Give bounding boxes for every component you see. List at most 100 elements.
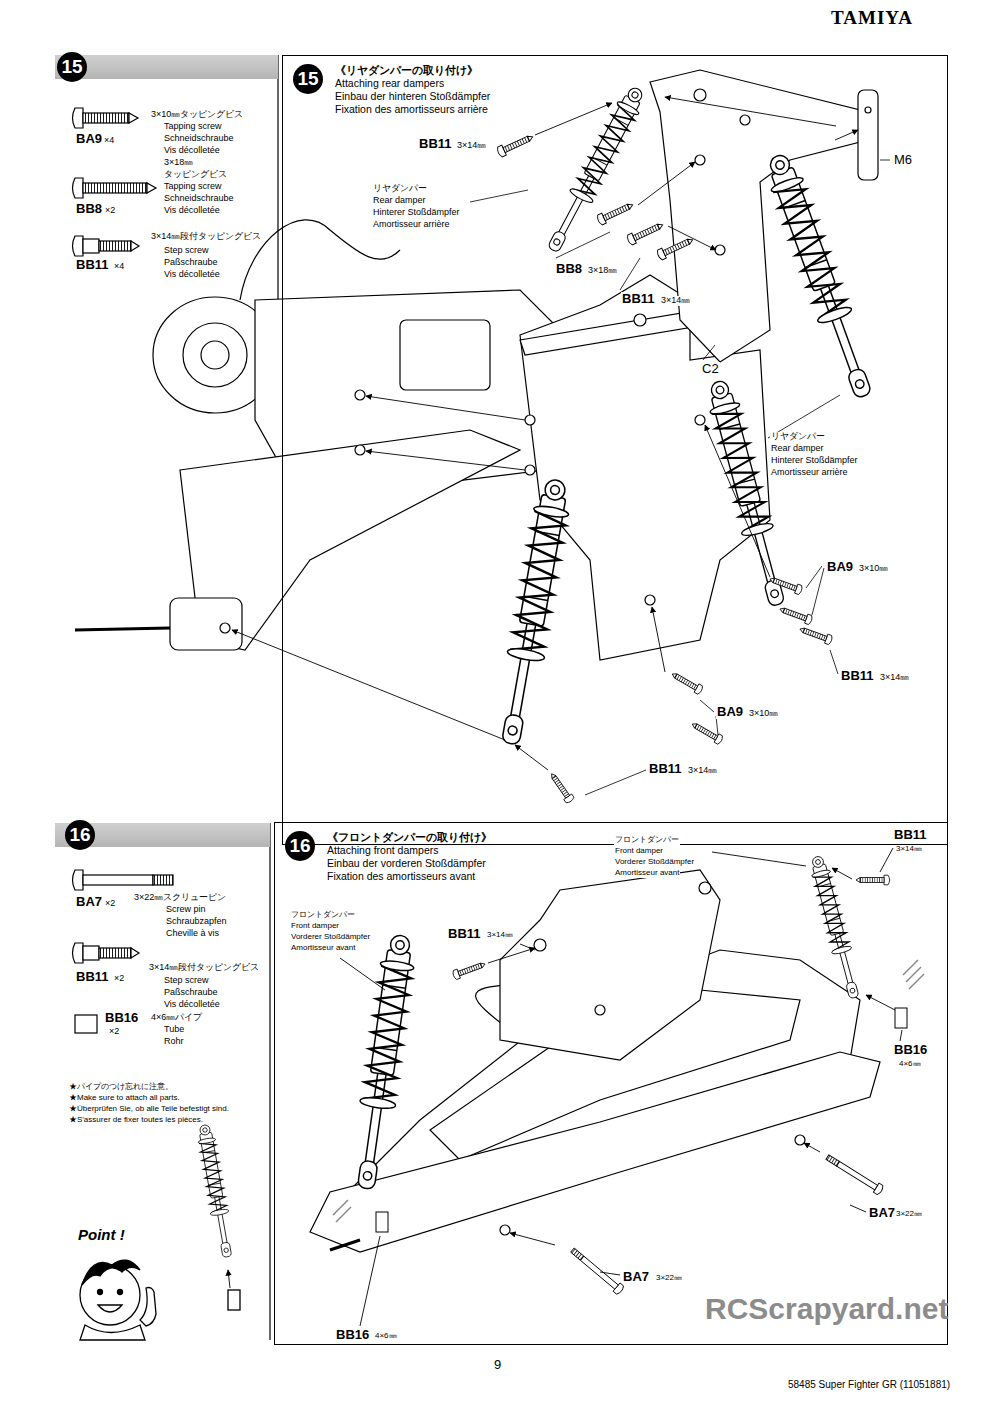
part-code: BB11 — [648, 762, 683, 776]
part-note: 3×10㎜タッピングビス — [150, 110, 244, 120]
part-note: 4×6㎜パイプ — [150, 1013, 203, 1023]
part-note: 3×14㎜ — [895, 845, 923, 854]
point-heading: Point ! — [77, 1227, 126, 1244]
part-note: M6 — [893, 153, 913, 167]
part-note: 3×14㎜ — [660, 296, 691, 306]
step-title: Fixation des amortisseurs avant — [327, 870, 475, 882]
part-note: Screw pin — [165, 905, 207, 915]
part-note: 3×22㎜スクリューピン — [133, 893, 227, 903]
part-note: Step screw — [163, 246, 210, 256]
brand-logo: TAMIYA — [830, 8, 914, 29]
step-title: Attaching rear dampers — [335, 77, 444, 89]
part-code: BB16 — [893, 1043, 928, 1057]
part-note: Amortisseur avant — [290, 944, 356, 953]
part-note: Amortisseur arrière — [770, 468, 849, 478]
part-note: 3×14㎜段付タッピングビス — [148, 963, 260, 973]
part-note: Schneidschraube — [163, 134, 235, 144]
part-note: ★S'assurer de fixer toutes les pièces. — [68, 1116, 204, 1125]
part-note: Vis décolletée — [163, 1000, 221, 1010]
part-code: BB16 — [104, 1011, 139, 1025]
page-footer: 9 — [493, 1358, 502, 1372]
part-note: ×2 — [104, 206, 116, 216]
step-number: 15 — [57, 52, 87, 82]
part-note: Paßschraube — [163, 258, 219, 268]
part-note: タッピングビス — [163, 170, 228, 180]
part-code: BB11 — [893, 828, 928, 842]
step-number: 15 — [293, 64, 323, 94]
step-number: 16 — [285, 831, 315, 861]
part-note: Tube — [163, 1025, 185, 1035]
part-code: BB11 — [75, 258, 110, 272]
leader-arrows — [232, 97, 858, 770]
part-note: 3×14㎜ — [456, 141, 487, 151]
part-note: 3×14㎜ — [687, 766, 718, 776]
part-code: BA7 — [75, 895, 103, 909]
part-code: BB8 — [555, 262, 583, 276]
rear-dampers — [492, 83, 881, 747]
part-note: ×4 — [103, 136, 115, 146]
part-note: リヤダンパー — [770, 432, 826, 442]
part-note: Rohr — [163, 1037, 185, 1047]
part-note: Rear damper — [372, 196, 427, 206]
front-chassis-drawing — [310, 870, 880, 1252]
part-note: C2 — [701, 362, 720, 376]
part-note: Vorderer Stoßdämpfer — [290, 933, 371, 942]
part-code: BA7 — [868, 1206, 896, 1220]
part-note: フロントダンパー — [614, 836, 680, 845]
part-note: 3×14㎜ — [486, 931, 514, 940]
part-note: Front damper — [290, 922, 340, 931]
part-note: Hinterer Stoßdämpfer — [372, 208, 461, 218]
part-note: ★パイプのつけ忘れに注意。 — [68, 1083, 174, 1092]
part-note: Paßschraube — [163, 988, 219, 998]
part-code: BB11 — [621, 292, 656, 306]
part-note: Rear damper — [770, 444, 825, 454]
leader-lines — [470, 160, 890, 795]
step-title: Fixation des amortisseurs arrière — [335, 103, 488, 115]
page-footer: 58485 Super Fighter GR (11051881) — [787, 1379, 951, 1390]
part-note: 3×14㎜ — [879, 673, 910, 683]
part-note: 3×22㎜ — [895, 1210, 923, 1219]
step-frame: 15《リヤダンパーの取り付け》Attaching rear dampersEin… — [282, 55, 948, 845]
part-code: BA9 — [826, 560, 854, 574]
part-note: リヤダンパー — [372, 184, 428, 194]
part-note: 3×10㎜ — [748, 709, 779, 719]
part-note: Front damper — [614, 847, 664, 856]
part-code: BB11 — [447, 927, 482, 941]
part-code: BB11 — [418, 137, 453, 151]
part-code: BA7 — [622, 1270, 650, 1284]
part-code: BB11 — [840, 669, 875, 683]
step-title: Attaching front dampers — [327, 844, 438, 856]
watermark: RCScrapyard.net — [705, 1292, 948, 1325]
part-note: Step screw — [163, 976, 210, 986]
part-note: 3×10㎜ — [858, 564, 889, 574]
part-note: Tapping screw — [163, 122, 223, 132]
part-note: Schneidschraube — [163, 194, 235, 204]
step-number: 16 — [65, 820, 95, 850]
part-note: Hinterer Stoßdämpfer — [770, 456, 859, 466]
part-note: ×2 — [108, 1027, 120, 1037]
part-note: Vis décolletée — [163, 206, 221, 216]
step-title: 《フロントダンパーの取り付け》 — [327, 831, 492, 843]
part-note: Amortisseur avant — [614, 869, 680, 878]
part-code: BA9 — [75, 132, 103, 146]
part-code: BB8 — [75, 202, 103, 216]
part-note: 3×14㎜段付タッピングビス — [150, 232, 262, 242]
step-header-bar: 16 — [55, 823, 270, 847]
rear-chassis-drawing — [75, 70, 878, 660]
part-note: 3×18㎜ — [163, 158, 194, 168]
part-note: Tapping screw — [163, 182, 223, 192]
part-note: 4×6㎜ — [898, 1060, 922, 1069]
part-note: Vis décolletée — [163, 270, 221, 280]
part-note: Cheville à vis — [165, 929, 220, 939]
part-note: 4×6㎜ — [374, 1332, 398, 1341]
part-note: ★Überprüfen Sie, ob alle Teile befestigt… — [68, 1105, 230, 1114]
part-note: フロントダンパー — [290, 911, 356, 920]
front-arrows — [340, 848, 902, 1326]
front-dampers — [348, 854, 864, 1191]
part-code: BB11 — [75, 970, 110, 984]
step-title: Einbau der vorderen Stoßdämpfer — [327, 857, 486, 869]
part-note: Amortisseur arrière — [372, 220, 451, 230]
step-title: 《リヤダンパーの取り付け》 — [335, 64, 478, 76]
